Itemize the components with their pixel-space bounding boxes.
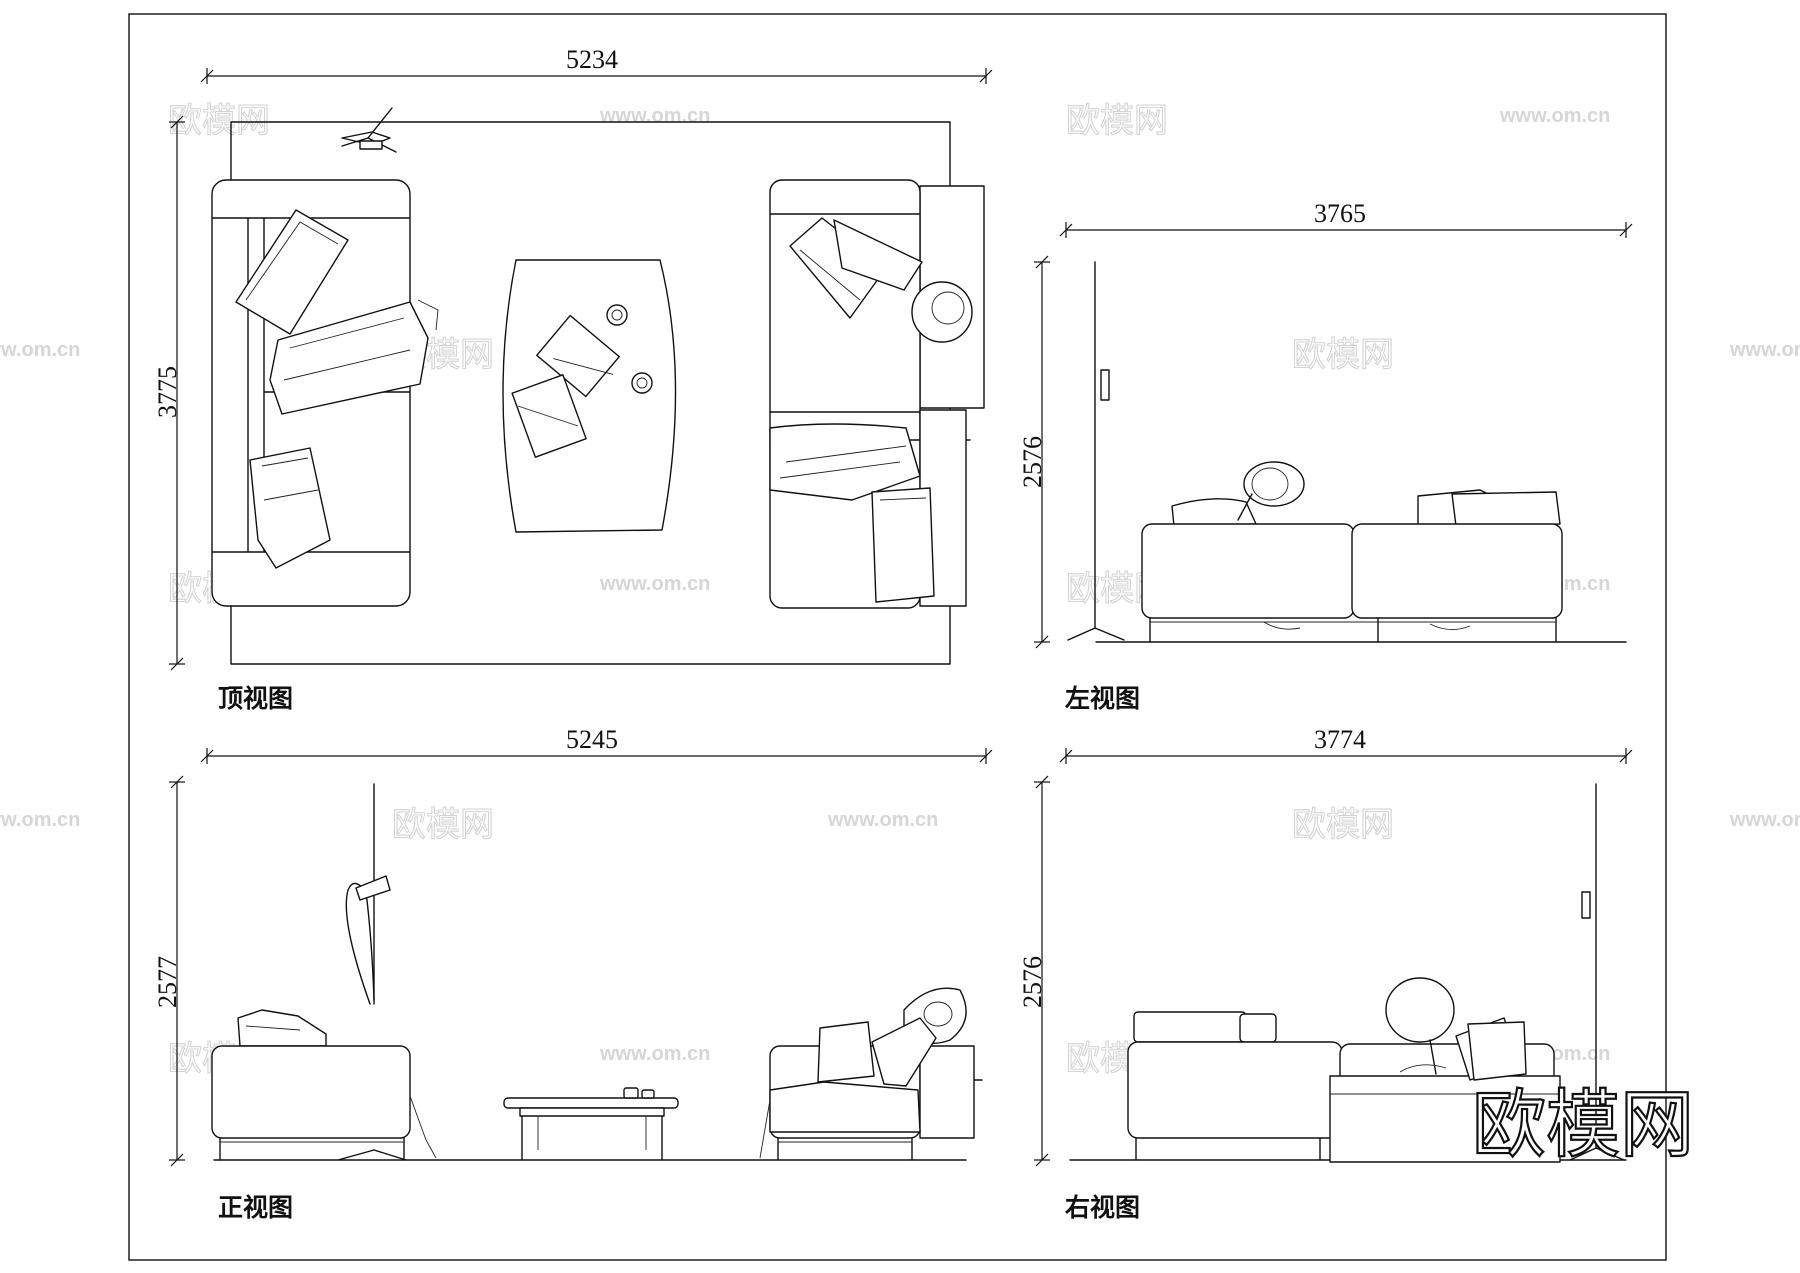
top-view: 5234 3775 xyxy=(153,45,993,713)
watermark-brand: 欧模网 xyxy=(1292,335,1394,375)
watermark-url: www.om.cn xyxy=(1729,809,1800,831)
left-sofa-front xyxy=(211,1009,437,1161)
watermark-brand: 欧模网 xyxy=(1066,101,1168,141)
left-sofa-top xyxy=(211,179,439,607)
right-sofa-front xyxy=(759,987,983,1161)
top-view-depth-dimension: 3775 xyxy=(153,115,185,671)
sheet-border xyxy=(128,13,1667,1261)
left-view-label: 左视图 xyxy=(1065,684,1140,713)
right-sofa-top xyxy=(769,179,985,609)
brand-logo: 欧模网 xyxy=(1472,1082,1694,1168)
right-view-height-label: 2576 xyxy=(1018,956,1047,1008)
watermark-brand: 欧模网 xyxy=(392,805,494,845)
floor-lamp-side xyxy=(1067,261,1125,641)
front-view: 5245 2577 xyxy=(153,725,993,1222)
coffee-table-front xyxy=(503,1087,679,1161)
front-view-height-label: 2577 xyxy=(153,956,182,1008)
coffee-table-top xyxy=(502,259,677,533)
top-view-label: 顶视图 xyxy=(218,684,293,713)
floor-lamp-top xyxy=(341,107,397,153)
floor-lamp-front xyxy=(337,783,407,1161)
watermark-url: www.om.cn xyxy=(599,573,710,595)
watermark-brand: 欧模网 xyxy=(1292,805,1394,845)
sectional-sofa-left-elevation xyxy=(1141,461,1563,643)
watermark-url: www.om.cn xyxy=(827,809,938,831)
left-view: 3765 2576 xyxy=(1018,199,1633,713)
watermark-brand: 欧模网 xyxy=(168,101,270,141)
right-view-width-label: 3774 xyxy=(1314,725,1366,754)
front-view-width-label: 5245 xyxy=(566,725,618,754)
top-view-width-dimension: 5234 xyxy=(200,45,993,84)
sectional-sofa-right-elevation xyxy=(1127,977,1561,1163)
top-view-width-label: 5234 xyxy=(566,45,618,74)
watermark-url: www.om.cn xyxy=(599,105,710,127)
right-view: 3774 2576 xyxy=(1018,725,1633,1222)
watermark-url: www.om.cn xyxy=(1729,339,1800,361)
left-view-height-label: 2576 xyxy=(1018,436,1047,488)
front-view-label: 正视图 xyxy=(218,1193,293,1222)
front-view-width-dimension: 5245 xyxy=(200,725,993,764)
left-view-width-label: 3765 xyxy=(1314,199,1366,228)
watermark-url: www.om.cn xyxy=(1499,105,1610,127)
floor-lamp-right xyxy=(1569,783,1625,1161)
left-view-width-dimension: 3765 xyxy=(1059,199,1633,238)
front-view-height-dimension: 2577 xyxy=(153,775,185,1167)
watermark-url: www.om.cn xyxy=(0,809,80,831)
left-view-height-dimension: 2576 xyxy=(1018,255,1050,649)
right-view-width-dimension: 3774 xyxy=(1059,725,1633,764)
watermark-url: www.om.cn xyxy=(599,1043,710,1065)
right-view-height-dimension: 2576 xyxy=(1018,775,1050,1167)
watermark-url: www.om.cn xyxy=(0,339,80,361)
top-view-depth-label: 3775 xyxy=(153,366,182,418)
right-view-label: 右视图 xyxy=(1065,1193,1140,1222)
